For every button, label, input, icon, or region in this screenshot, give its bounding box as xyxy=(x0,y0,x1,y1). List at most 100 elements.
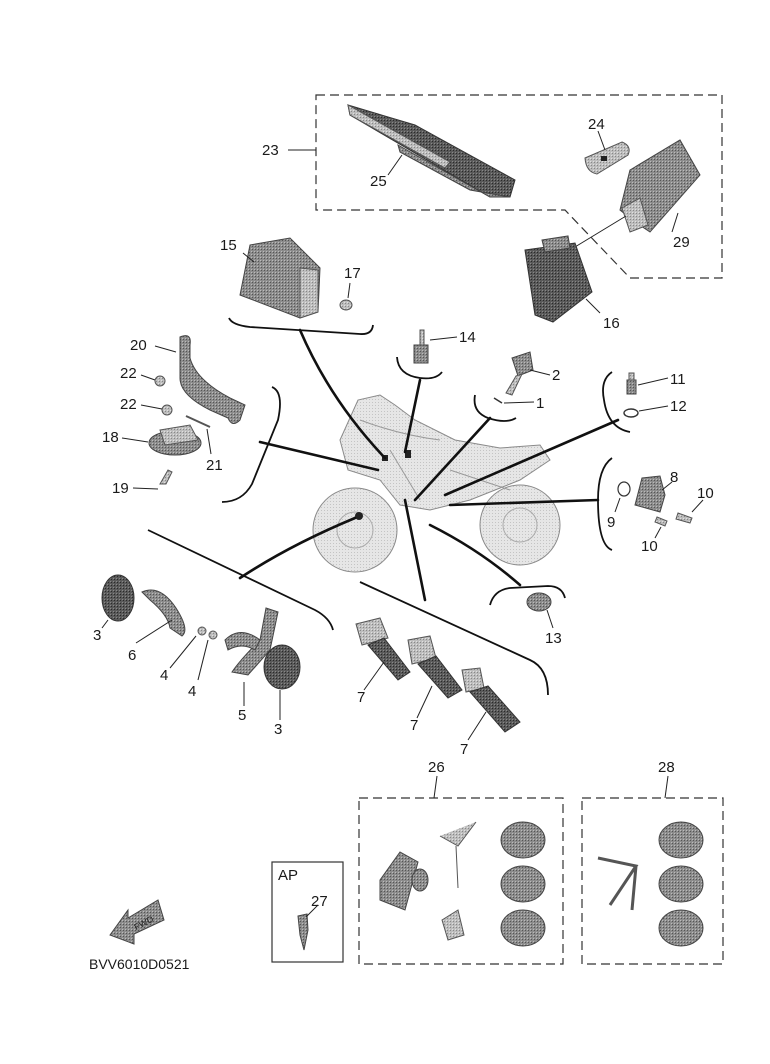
part-15-bracket[interactable] xyxy=(239,237,321,319)
leader-6 xyxy=(135,619,173,644)
part-12-washer[interactable] xyxy=(623,408,639,418)
callout-26: 26 xyxy=(428,759,445,776)
part-2-sensor[interactable] xyxy=(505,351,534,396)
part-22-bolt-b[interactable] xyxy=(161,404,173,416)
callout-27: 27 xyxy=(311,893,328,910)
callout-3a: 3 xyxy=(93,627,101,644)
callout-12: 12 xyxy=(670,398,687,415)
leader-27 xyxy=(305,904,319,918)
part-1-clip[interactable] xyxy=(493,397,503,404)
callout-7a: 7 xyxy=(357,689,365,706)
callout-6: 6 xyxy=(128,647,136,664)
callout-9: 9 xyxy=(607,514,615,531)
kit-23-group: 23 25 24 29 xyxy=(262,94,723,279)
callout-23: 23 xyxy=(262,142,279,159)
leader-14 xyxy=(429,336,458,341)
callout-3b: 3 xyxy=(274,721,282,738)
callout-24: 24 xyxy=(588,116,605,133)
callout-10a: 10 xyxy=(697,485,714,502)
leader-26 xyxy=(433,775,438,799)
part-3-cover-a[interactable] xyxy=(101,574,135,622)
main-switch xyxy=(379,851,419,911)
leader-22a xyxy=(140,374,156,381)
part-7-injector-b[interactable] xyxy=(407,635,463,699)
leader-7b xyxy=(416,685,433,719)
part-17-bolt[interactable] xyxy=(339,299,353,311)
ap-label: AP xyxy=(278,867,298,884)
leader-22b xyxy=(140,404,163,410)
callout-10b: 10 xyxy=(641,538,658,555)
bracket-13 xyxy=(489,585,566,606)
kit-26-lock-set[interactable] xyxy=(358,797,564,965)
leader-4a xyxy=(169,635,197,669)
leader-12 xyxy=(638,405,669,412)
marker-wheel xyxy=(355,512,363,520)
callout-15: 15 xyxy=(220,237,237,254)
callout-22a: 22 xyxy=(120,365,137,382)
part-8-sensor[interactable] xyxy=(634,475,666,513)
callout-4a: 4 xyxy=(160,667,168,684)
leader-10a xyxy=(691,499,704,513)
part-19-bolt[interactable] xyxy=(159,469,173,485)
part-5-bracket[interactable] xyxy=(224,607,279,676)
callout-29: 29 xyxy=(673,234,690,251)
motorcycle-silhouette xyxy=(312,394,561,573)
bracket-15-17 xyxy=(228,317,374,335)
part-10-bolt-a[interactable] xyxy=(675,512,693,524)
bracket-14 xyxy=(396,356,443,380)
part-27-key-blank[interactable] xyxy=(297,913,309,951)
part-14-sensor[interactable] xyxy=(413,329,429,364)
fwd-arrow-icon: FWD xyxy=(109,899,165,945)
callout-7b: 7 xyxy=(410,717,418,734)
part-9-o-ring[interactable] xyxy=(617,481,631,497)
part-4-nut-a[interactable] xyxy=(197,626,207,636)
part-3-cover-b[interactable] xyxy=(263,644,301,690)
kit-28-key-set[interactable] xyxy=(581,797,724,965)
leader-4b xyxy=(197,639,209,681)
part-13-sensor[interactable] xyxy=(526,592,552,612)
leader-25 xyxy=(387,154,403,176)
bracket-11-12 xyxy=(602,371,631,433)
callout-11: 11 xyxy=(670,371,686,388)
callout-7c: 7 xyxy=(460,741,468,758)
callout-17: 17 xyxy=(344,265,361,282)
part-6-bracket[interactable] xyxy=(141,589,186,637)
callout-14: 14 xyxy=(459,329,476,346)
lock-cylinder-3 xyxy=(500,909,546,947)
leader-7a xyxy=(363,661,385,691)
bracket-8-10 xyxy=(597,457,613,551)
part-18-horn[interactable] xyxy=(148,424,202,456)
callout-1: 1 xyxy=(536,395,544,412)
leader-2 xyxy=(529,369,551,376)
leader-28 xyxy=(664,775,669,799)
part-10-bolt-b[interactable] xyxy=(654,516,668,527)
leader-8 xyxy=(661,481,673,491)
leader-16 xyxy=(585,298,601,314)
leader-18 xyxy=(121,437,149,443)
callout-4b: 4 xyxy=(188,683,196,700)
part-29-control-unit[interactable] xyxy=(569,139,701,251)
part-20-bracket[interactable] xyxy=(179,335,246,424)
lock-cylinder-2 xyxy=(500,865,546,903)
seat-lock xyxy=(441,909,465,941)
part-11-sensor[interactable] xyxy=(626,372,637,395)
part-22-bolt-a[interactable] xyxy=(154,375,166,387)
part-4-nut-b[interactable] xyxy=(208,630,218,640)
part-21-pin[interactable] xyxy=(185,415,211,428)
kit-26-dashed-outline xyxy=(358,797,564,965)
leader-7c xyxy=(467,711,487,741)
part-7-injector-c[interactable] xyxy=(461,667,521,733)
bracket-3-6 xyxy=(147,529,334,631)
leader-19 xyxy=(132,487,159,490)
keys xyxy=(439,821,477,889)
leader-29 xyxy=(671,212,679,233)
leader-17 xyxy=(347,282,351,299)
part-7-injector-a[interactable] xyxy=(355,617,411,681)
part-24-key-fob[interactable] xyxy=(584,141,630,175)
part-25-display[interactable] xyxy=(347,104,516,198)
callout-28: 28 xyxy=(658,759,675,776)
leader-1 xyxy=(503,401,535,404)
leader-21 xyxy=(206,428,212,455)
part-16-unit[interactable] xyxy=(524,235,593,323)
